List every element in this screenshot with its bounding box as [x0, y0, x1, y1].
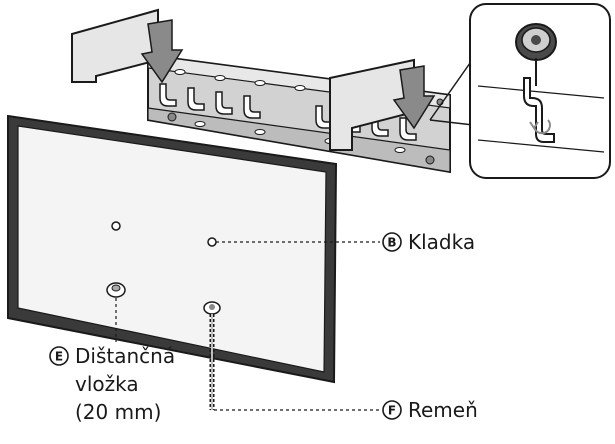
left-mounting-arm — [71, 8, 159, 83]
label-f-letter: F — [388, 404, 396, 418]
label-e: E Dištančná vložka (20 mm) — [49, 344, 175, 424]
tv-back-panel — [7, 114, 338, 384]
label-e-line-2: vložka — [75, 372, 139, 396]
label-e-line-1: Dištančná — [75, 344, 175, 368]
label-f-text: Remeň — [408, 398, 478, 422]
hook-icon — [523, 77, 555, 143]
washer-icon — [515, 23, 557, 61]
label-f: F Remeň — [382, 398, 478, 422]
label-b: B Kladka — [382, 230, 475, 254]
label-e-letter: E — [55, 350, 63, 364]
detail-callout — [429, 3, 611, 179]
right-mounting-arm — [329, 58, 415, 151]
belt-f-part — [203, 301, 221, 410]
label-e-line-3: (20 mm) — [75, 400, 161, 424]
arrow-down-icon — [140, 19, 184, 84]
label-e-badge — [49, 346, 69, 366]
label-f-badge — [382, 400, 402, 420]
label-b-badge — [382, 232, 402, 252]
label-b-text: Kladka — [408, 230, 475, 254]
arrow-down-icon — [392, 65, 436, 130]
leader-lines — [115, 241, 380, 411]
spacer-e-part — [106, 282, 126, 298]
mounting-points — [111, 221, 217, 247]
label-b-letter: B — [387, 236, 396, 250]
